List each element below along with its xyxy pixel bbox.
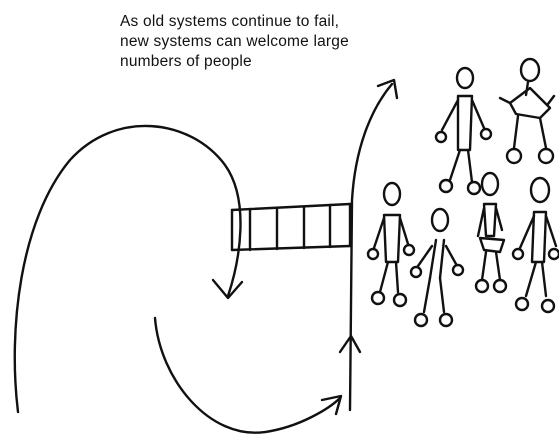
caption-line-3: numbers of people [120, 53, 252, 70]
ladder-icon [230, 202, 352, 252]
stick-figure-icon [498, 57, 556, 165]
caption: As old systems continue to fail, new sys… [120, 12, 500, 72]
stick-figure-icon [434, 66, 493, 196]
new-system-path [153, 78, 399, 434]
bottom-arrowhead-icon [320, 394, 343, 416]
stick-figure-icon [366, 181, 416, 308]
crowd [366, 57, 559, 328]
old-system-loop [13, 124, 244, 414]
stick-figure-icon [474, 171, 508, 294]
stick-figure-icon [409, 207, 465, 328]
stick-figure-icon [511, 176, 559, 314]
top-arrowhead-icon [376, 78, 399, 100]
old-system-arrowhead-icon [211, 278, 244, 300]
mid-arrowhead-icon [338, 334, 362, 354]
caption-line-2: new systems can welcome large [120, 33, 349, 50]
caption-line-1: As old systems continue to fail, [120, 13, 340, 30]
